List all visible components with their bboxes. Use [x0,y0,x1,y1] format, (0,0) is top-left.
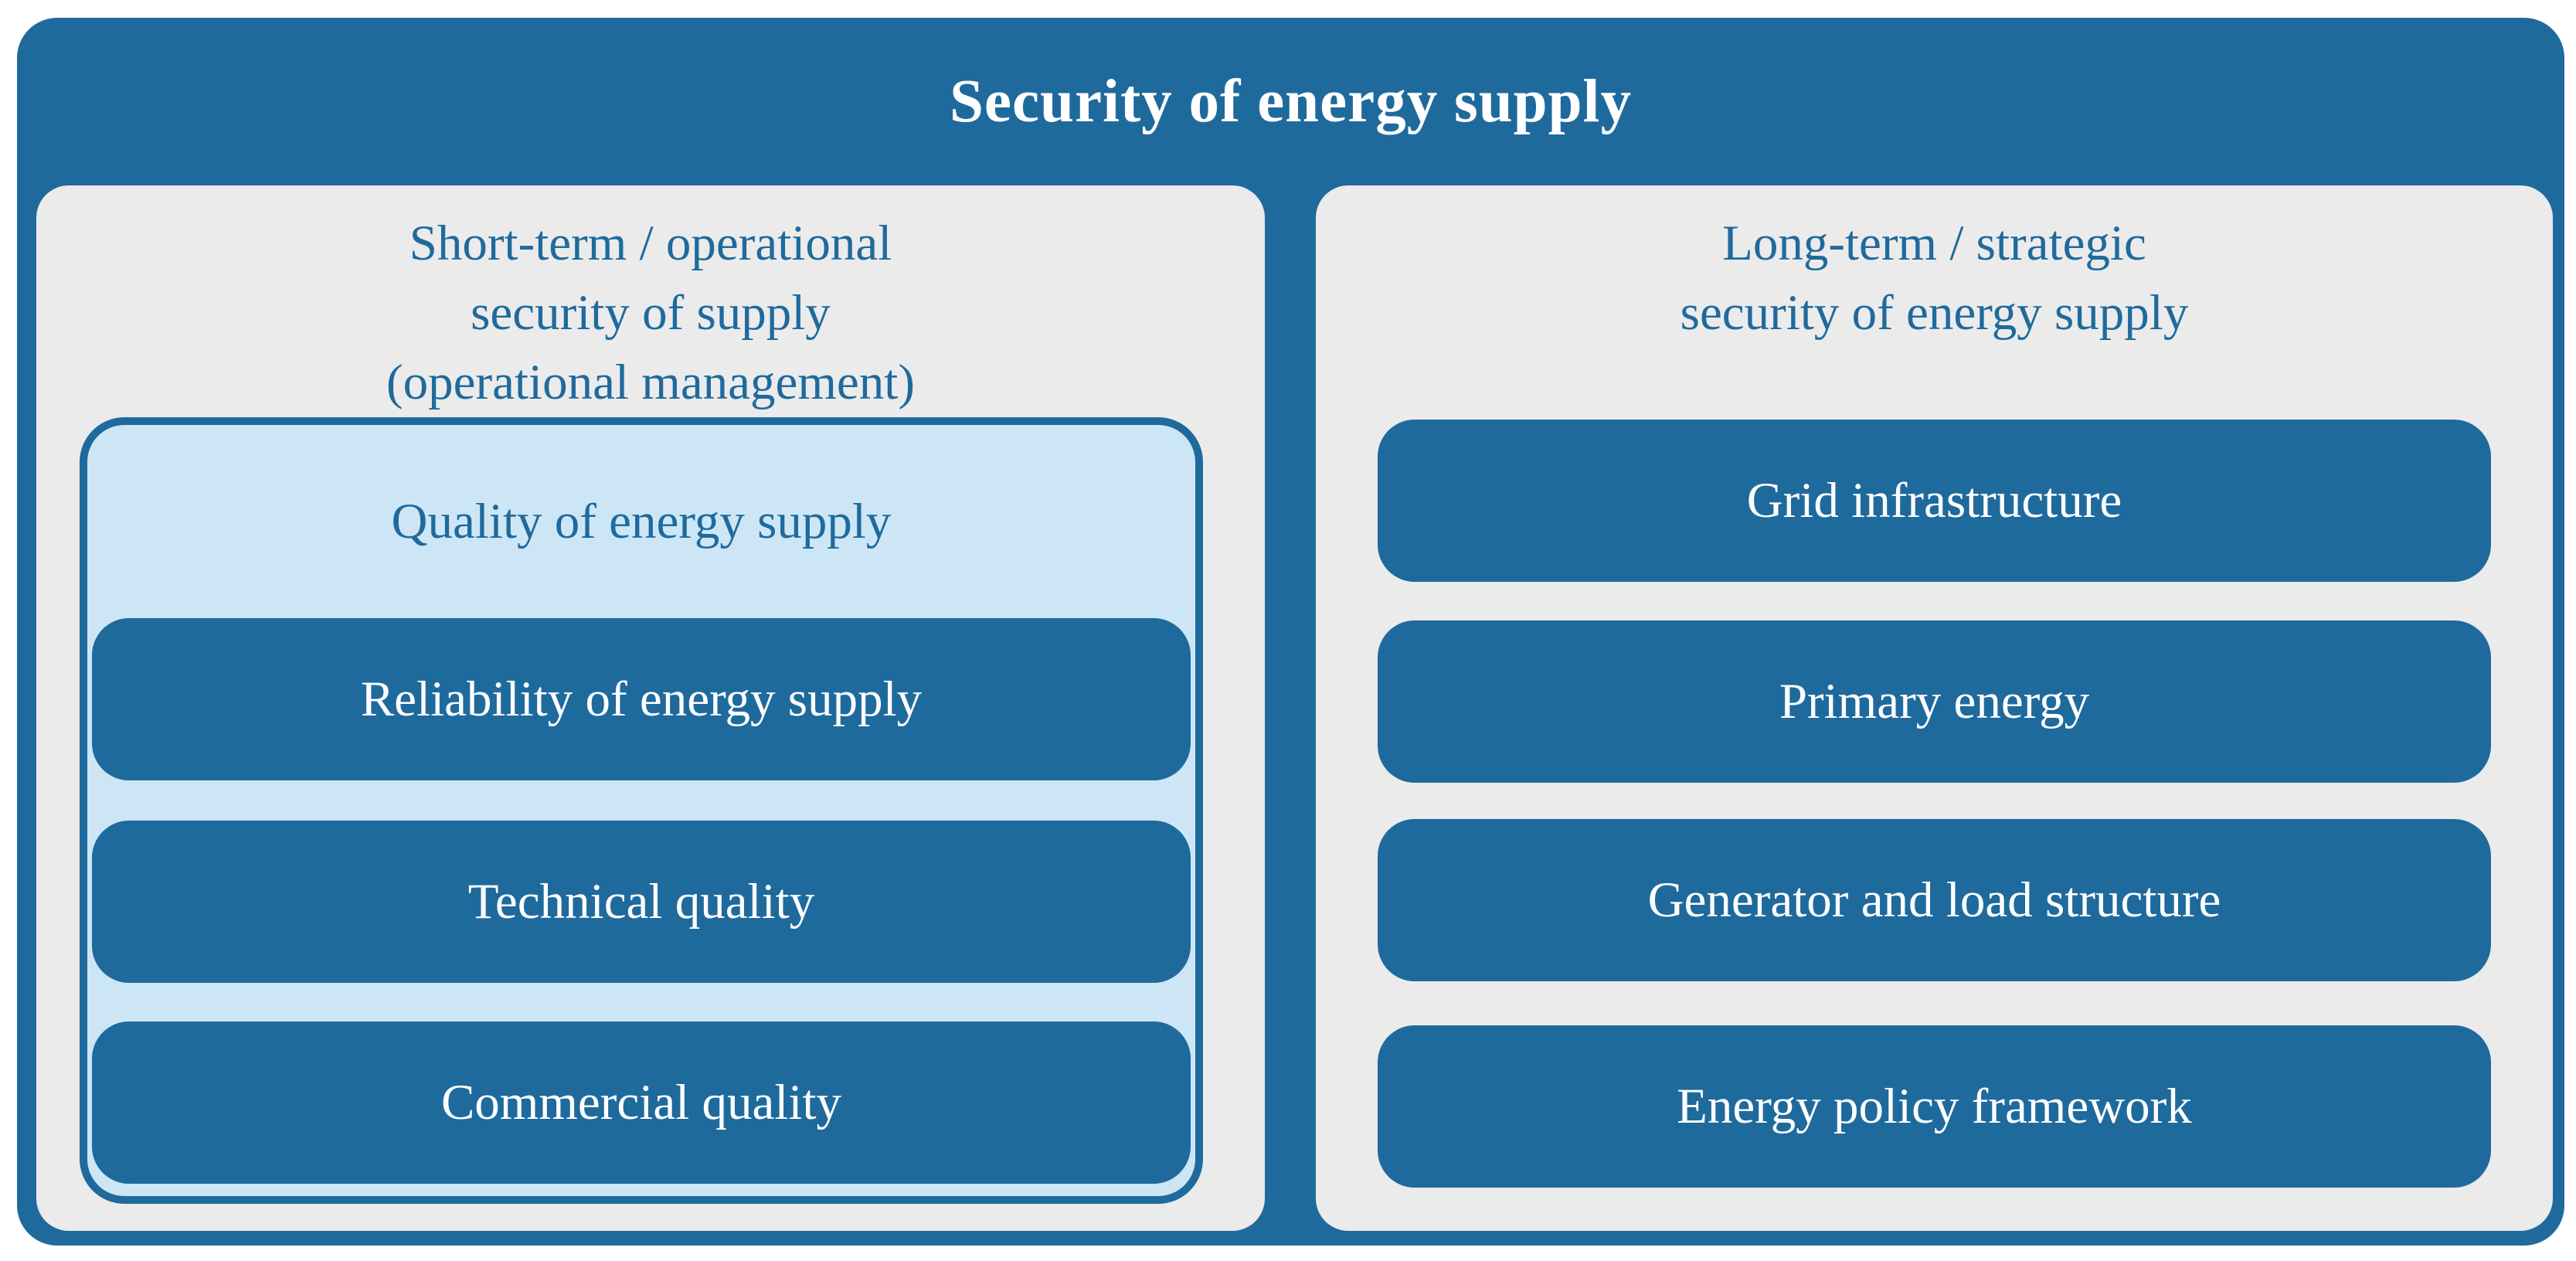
header-line: Short-term / operational [409,216,892,271]
header-line: Long-term / strategic [1722,216,2146,271]
box-generator-and-load-structure: Generator and load structure [1378,819,2491,981]
short-term-panel: Short-term / operational security of sup… [36,185,1265,1231]
box-energy-policy-framework: Energy policy framework [1378,1025,2491,1188]
short-term-header: Short-term / operational security of sup… [36,209,1265,417]
figure-title: Security of energy supply [949,67,1632,135]
header-line: security of supply [471,285,831,341]
box-technical-quality: Technical quality [92,821,1191,983]
box-reliability-of-energy-supply: Reliability of energy supply [92,618,1191,780]
box-grid-infrastructure: Grid infrastructure [1378,420,2491,582]
header-line: (operational management) [386,355,915,410]
box-primary-energy: Primary energy [1378,620,2491,783]
long-term-header: Long-term / strategic security of energy… [1316,209,2553,348]
quality-of-energy-supply-container: Quality of energy supply Reliability of … [80,417,1203,1204]
box-commercial-quality: Commercial quality [92,1021,1191,1184]
long-term-panel: Long-term / strategic security of energy… [1316,185,2553,1231]
quality-container-title: Quality of energy supply [391,493,892,549]
security-of-energy-supply-frame: Security of energy supply Short-term / o… [17,18,2564,1246]
header-line: security of energy supply [1680,285,2189,341]
